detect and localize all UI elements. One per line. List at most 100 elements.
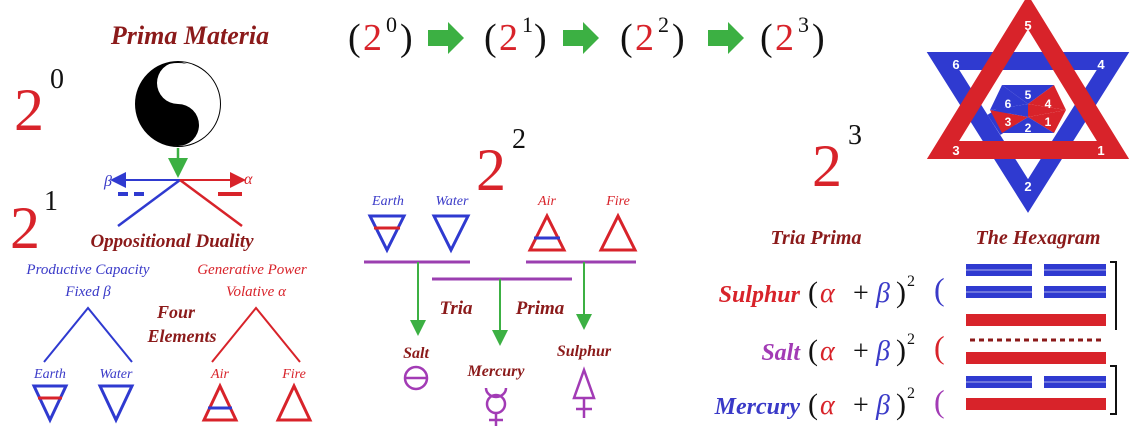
air-symbol-icon [201,382,239,422]
level-2-2-base: 2 [476,137,506,203]
row-salt-sq: 2 [907,331,915,348]
seq-base-1: 2 [499,17,518,59]
seq-exp-3: 3 [798,12,809,37]
alpha-label: α [244,171,253,188]
row-mercury-beta: β [875,390,890,421]
hexagram-lines [966,261,1117,415]
air-label-mid: Air [537,194,556,209]
star-inner-num: 2 [1025,121,1032,135]
tria-prima-header: Tria Prima [771,227,862,249]
star-inner-num: 4 [1045,97,1052,111]
hexagram-line-solid-red [966,398,1106,410]
blue-branch [43,306,133,363]
star-inner-num: 6 [1005,97,1012,111]
fire-label-left: Fire [281,367,306,382]
red-branch [211,306,301,363]
seq-close-3: ) [812,17,825,59]
row-mercury-plus: + [846,390,876,421]
seq-exp-1: 1 [522,12,533,37]
tria-arrows [410,262,592,346]
sulphur-symbol-icon [572,366,596,418]
hexagram-header: The Hexagram [976,227,1101,249]
seq-close-2: ) [672,17,685,59]
green-arrow-icon [428,22,464,54]
row-salt-plus: + [846,336,876,367]
level-2-3-base: 2 [812,133,842,199]
green-arrow-icon [563,22,599,54]
water-symbol-mid-icon [431,214,471,254]
water-label-left: Water [100,367,133,382]
seq-open-3: ( [760,17,773,59]
air-symbol-mid-icon [527,212,567,252]
air-label-left: Air [210,367,229,382]
row-salt-name: Salt [761,340,801,366]
fire-label-mid: Fire [605,194,630,209]
row-sulphur-alpha: α [820,278,836,309]
yin-yang-icon [135,61,221,147]
productive-capacity-label: Productive Capacity [25,262,149,278]
hexagram-line-broken-blue [966,286,1106,298]
row-salt-close: ) [896,334,906,367]
star-outer-num: 2 [1024,179,1031,194]
star-inner-num: 3 [1005,115,1012,129]
fire-symbol-icon [275,382,313,422]
seq-base-2: 2 [635,17,654,59]
water-label-mid: Water [436,194,469,209]
earth-label-mid: Earth [371,194,404,209]
seq-base-3: 2 [775,17,794,59]
seq-open-1: ( [484,17,497,59]
earth-label-left: Earth [33,367,66,382]
star-inner-num: 1 [1045,115,1052,129]
level-2-0-exp: 0 [50,64,64,95]
fixed-beta-label: Fixed β [64,284,111,300]
seq-base-0: 2 [363,17,382,59]
seq-close-1: ) [534,17,547,59]
prima-materia-title: Prima Materia [110,21,269,50]
earth-symbol-mid-icon [367,214,407,254]
hexagram-star-icon [926,0,1130,213]
level-2-3-exp: 3 [848,120,862,151]
seq-exp-0: 0 [386,12,397,37]
row-salt-beta: β [875,336,890,367]
star-outer-num: 5 [1024,18,1031,33]
fire-symbol-mid-icon [598,212,638,252]
row-sulphur-close: ) [896,276,906,309]
oppositional-duality-label: Oppositional Duality [90,231,254,252]
level-2-1-base: 2 [10,195,40,261]
row-sulphur-paren: ( [934,271,945,307]
row-salt-open: ( [808,334,818,367]
tria-label: Tria [439,298,473,319]
row-mercury-alpha: α [820,390,836,421]
seq-close-0: ) [400,17,413,59]
four-elements-label-2: Elements [146,326,216,346]
duality-cross [110,172,246,228]
star-outer-num: 4 [1097,57,1105,72]
right-bracket-top [1110,261,1117,330]
row-sulphur-plus: + [846,278,876,309]
earth-symbol-icon [31,384,69,424]
star-inner-num: 5 [1025,88,1032,102]
hexagram-line-solid-red [966,314,1106,326]
star-outer-num: 6 [952,57,959,72]
power-sequence: ( 2 0 ) ( 2 1 ) ( 2 2 ) ( 2 3 ) [348,12,825,59]
row-mercury-name: Mercury [714,394,801,420]
row-sulphur-beta: β [875,278,890,309]
salt-label: Salt [403,345,429,362]
green-arrow-icon [708,22,744,54]
right-bracket-bottom [1110,365,1117,415]
row-mercury-paren: ( [934,383,945,419]
level-2-0-base: 2 [14,77,44,143]
mercury-symbol-icon [484,387,508,426]
tria-connectors [364,260,636,281]
row-sulphur-name: Sulphur [719,282,801,308]
hexagram-line-solid-red [966,352,1106,364]
prima-label: Prima [515,298,565,319]
level-2-2-exp: 2 [512,124,526,155]
salt-symbol-icon [403,365,429,391]
hexagram-line-broken-blue [966,264,1106,276]
row-mercury-sq: 2 [907,385,915,402]
volative-alpha-label: Volative α [226,284,287,300]
seq-open-0: ( [348,17,361,59]
